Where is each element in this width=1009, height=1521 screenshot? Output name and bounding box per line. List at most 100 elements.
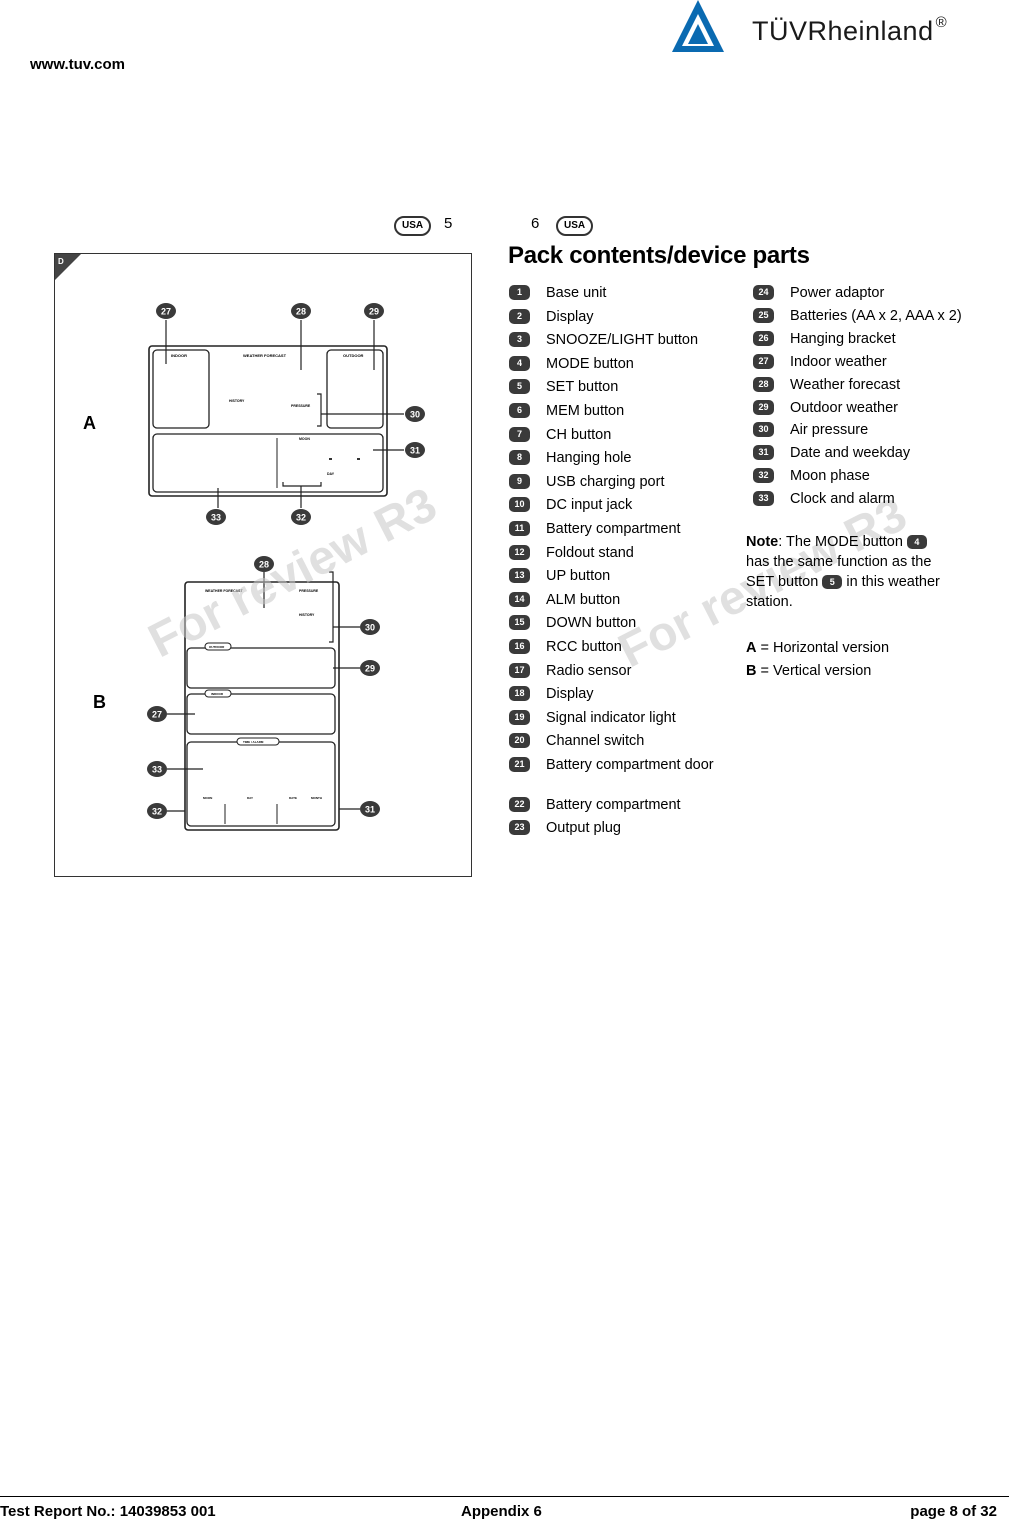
part-number-badge: 28	[753, 376, 774, 392]
callout-b-32: 32	[147, 803, 167, 819]
logo-wordmark: TÜVRheinland®	[752, 14, 948, 47]
svg-text:29: 29	[369, 307, 379, 317]
svg-text:30: 30	[365, 623, 375, 633]
part-label: Radio sensor	[546, 662, 632, 679]
part-number-badge: 13	[509, 568, 530, 584]
callout-a-30: 30	[405, 406, 425, 422]
part-number-badge: 10	[509, 497, 530, 513]
corner-tab	[55, 254, 81, 280]
part-number-badge: 24	[753, 285, 774, 300]
part-item-17: 17 Radio sensor	[509, 662, 724, 680]
svg-text:27: 27	[152, 710, 162, 720]
note-badge-5: 5	[822, 575, 843, 590]
legend-b-key: B	[746, 663, 757, 679]
part-label: RCC button	[546, 639, 622, 655]
part-label: Outdoor weather	[790, 399, 899, 416]
callout-b-33: 33	[147, 761, 167, 777]
part-label: ALM button	[546, 591, 621, 608]
part-number-badge: 8	[509, 450, 530, 466]
legend-a-key: A	[746, 640, 757, 656]
part-item-3: 3 SNOOZE/LIGHT button	[509, 331, 724, 349]
part-label: Battery compartment door	[546, 757, 714, 773]
part-number-badge: 17	[509, 662, 530, 678]
callout-a-27: 27	[156, 303, 176, 319]
part-item-1: 1 Base unit	[509, 284, 724, 302]
registered-mark: ®	[935, 14, 948, 31]
part-number-badge: 3	[509, 332, 530, 348]
part-label: UP button	[546, 568, 611, 585]
callout-b-27: 27	[147, 706, 167, 722]
a-pressure-text: PRESSURE	[291, 404, 311, 408]
footer-divider	[0, 1496, 1009, 1497]
part-number-badge: 23	[509, 820, 530, 836]
part-number-badge: 18	[509, 686, 530, 702]
triangle-logo-icon	[672, 0, 724, 52]
part-label: Foldout stand	[546, 544, 634, 561]
tuv-logo	[672, 0, 724, 52]
callout-b-29: 29	[360, 660, 380, 676]
logo-text: TÜVRheinland	[752, 16, 934, 46]
a-day-text: DAY	[327, 472, 335, 476]
b-month-text: MONTH	[311, 796, 322, 800]
b-clock-text: TIME / ALARM	[243, 740, 264, 744]
part-number-badge: 21	[509, 757, 530, 772]
manual-page-number-right: 6	[531, 215, 540, 232]
part-number-badge: 33	[753, 491, 774, 507]
svg-text:31: 31	[365, 805, 375, 815]
note-text-3: SET button	[746, 574, 819, 590]
svg-text:32: 32	[152, 807, 162, 817]
usa-badge-left: USA	[394, 216, 432, 236]
a-moon-text: MOON	[299, 437, 310, 441]
a-outdoor-text: OUTDOOR	[343, 353, 364, 358]
website-url: www.tuv.com	[30, 56, 126, 73]
part-item-16: 16 RCC button	[509, 638, 724, 656]
note-text-2: has the same function as the	[746, 554, 932, 570]
part-label: Base unit	[546, 285, 607, 301]
usa-badge-right: USA	[556, 216, 594, 236]
b-indoor-text: INDOOR	[211, 692, 224, 696]
horizontal-display: INDOOR WEATHER FORECAST OUTDOOR HISTORY …	[148, 345, 388, 497]
part-number-badge: 20	[509, 733, 530, 749]
part-number-badge: 12	[509, 544, 530, 560]
part-item-21: 21 Battery compartment door	[509, 756, 724, 774]
part-label: SNOOZE/LIGHT button	[546, 332, 699, 349]
part-number-badge: 19	[509, 709, 530, 725]
a-history-text: HISTORY	[229, 399, 245, 403]
part-label: Signal indicator light	[546, 709, 676, 726]
part-number-badge: 1	[509, 285, 530, 300]
part-item-12: 12 Foldout stand	[509, 544, 724, 562]
b-moon-text: MOON	[203, 796, 212, 800]
part-number-badge: 11	[509, 521, 530, 536]
part-label: Moon phase	[790, 468, 870, 485]
part-number-badge: 16	[509, 639, 530, 654]
callout-a-29: 29	[364, 303, 384, 319]
part-label: Battery compartment	[546, 521, 681, 537]
part-item-19: 19 Signal indicator light	[509, 709, 724, 727]
page-number: page 8 of 32	[910, 1503, 997, 1520]
part-label: Channel switch	[546, 733, 645, 750]
appendix-label: Appendix 6	[461, 1503, 542, 1520]
part-label: DOWN button	[546, 615, 637, 632]
part-label: Display	[546, 308, 594, 325]
label-a: A	[83, 413, 96, 433]
part-number-badge: 6	[509, 403, 530, 418]
b-forecast-text: WEATHER FORECAST	[205, 589, 244, 593]
part-label: Indoor weather	[790, 353, 887, 370]
display-diagram: D A B INDOOR WEATHER FORECAST OUTDOOR HI…	[55, 254, 425, 831]
corner-label: D	[58, 257, 64, 266]
callout-a-31: 31	[405, 442, 425, 458]
